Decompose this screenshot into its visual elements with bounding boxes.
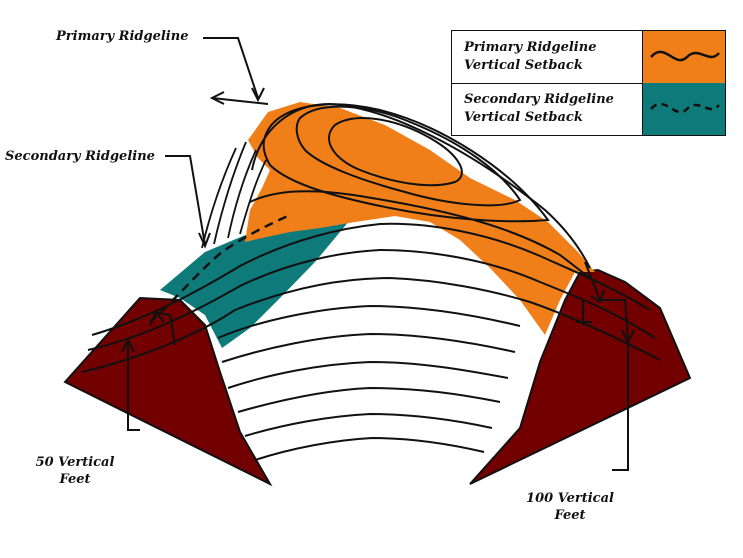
fifty-vertical-feet-label: 50 Vertical Feet [30,454,120,488]
legend-primary-swatch [642,31,725,83]
leader-arrows [121,37,635,471]
legend: Primary Ridgeline Vertical Setback Secon… [451,30,726,136]
fifty-line1: 50 Vertical [35,455,115,470]
legend-secondary-line2: Vertical Setback [464,110,583,125]
legend-row-secondary: Secondary Ridgeline Vertical Setback [452,83,725,135]
dashed-line-icon [650,102,720,114]
summit-contours [249,102,591,279]
primary-ridgeline-label: Primary Ridgeline [56,29,189,44]
flank-lines [201,141,267,249]
legend-secondary-swatch [642,83,725,135]
left-slope [63,296,273,487]
legend-primary-line2: Vertical Setback [464,58,583,73]
primary-setback-area [245,102,595,335]
secondary-ridgeline-label: Secondary Ridgeline [5,149,155,164]
legend-row-primary: Primary Ridgeline Vertical Setback [452,31,725,84]
hundred-line2: Feet [554,508,586,523]
contour-lines [81,222,661,461]
legend-primary-text: Primary Ridgeline Vertical Setback [464,39,596,75]
secondary-ridgeline-path [149,213,291,323]
legend-secondary-line1: Secondary Ridgeline [464,92,614,107]
fifty-line2: Feet [59,472,91,487]
hundred-vertical-feet-label: 100 Vertical Feet [520,490,620,524]
legend-primary-line1: Primary Ridgeline [464,40,597,55]
secondary-setback-area [160,220,350,348]
legend-secondary-text: Secondary Ridgeline Vertical Setback [464,91,614,127]
solid-line-icon [650,50,720,62]
hundred-line1: 100 Vertical [526,491,614,506]
